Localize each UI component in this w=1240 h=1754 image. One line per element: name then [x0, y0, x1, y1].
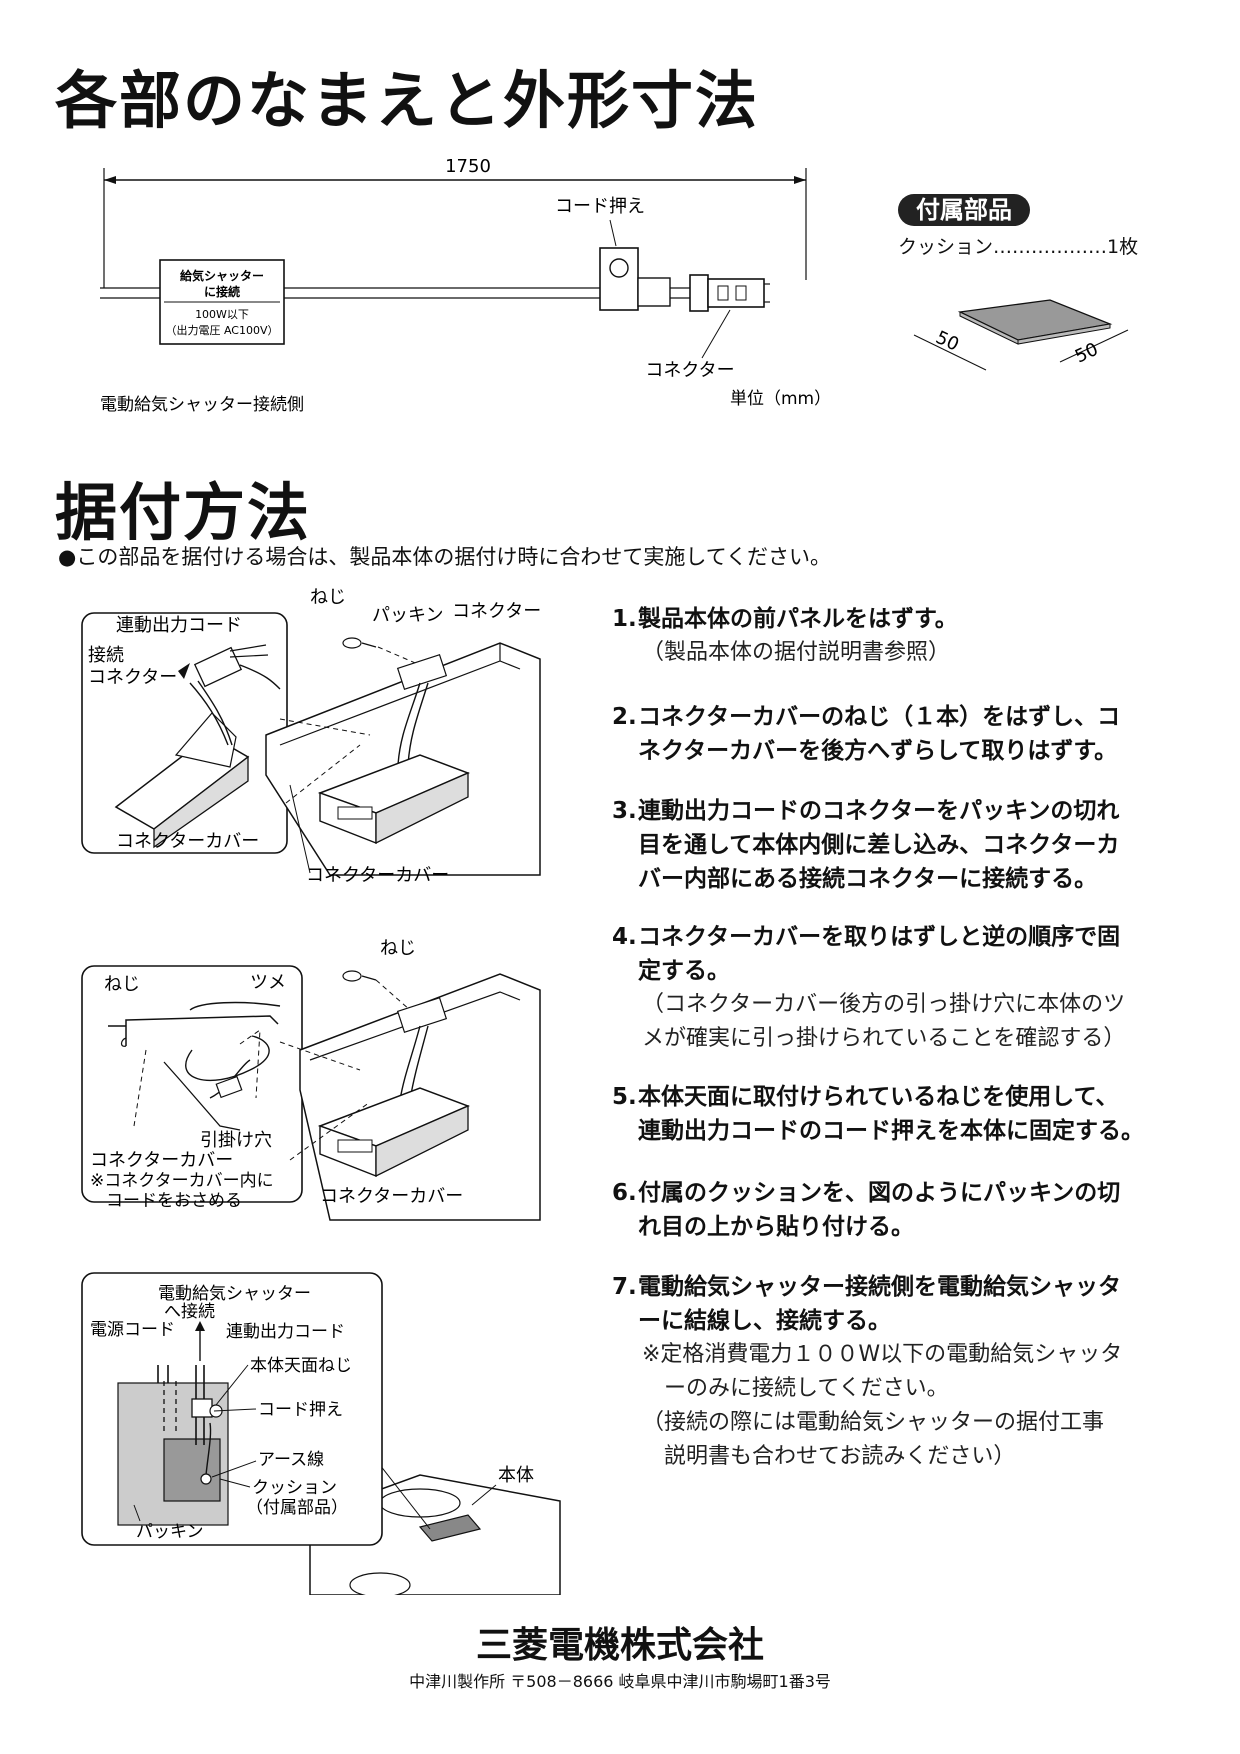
- step-5: 5.本体天面に取付けられているねじを使用して、 連動出力コードのコード押えを本体…: [612, 1084, 1144, 1144]
- step-4: 4.コネクターカバーを取りはずしと逆の順序で固 定する。 （コネクターカバー後方…: [612, 924, 1126, 1051]
- figure-3-wiring: 本体 電動給気シャッター へ接続 電源コード 連動出力コード 本体天面ねじ コー…: [81, 1272, 561, 1595]
- fig1-joint-connector-2: コネクター: [88, 667, 177, 688]
- fig1-interlock-cord: 連動出力コード: [116, 615, 242, 636]
- fig2-screw-inset: ねじ: [104, 974, 140, 995]
- fig2-claw: ツメ: [250, 972, 286, 993]
- fig3-body: 本体: [498, 1465, 534, 1486]
- fig2-cover-inset: コネクターカバー: [90, 1150, 233, 1171]
- figure-1-remove-cover: 連動出力コード 接続 コネクター コネクターカバー ねじ パッキン コネクター …: [81, 587, 541, 886]
- cord-clamp: [599, 247, 639, 311]
- fig1-cover-main: コネクターカバー: [306, 865, 449, 886]
- accessory-badge: 付属部品: [898, 190, 1030, 226]
- cord-clamp-label: コード押え: [555, 196, 645, 217]
- cord-dimension-diagram: 1750 給気シャッター に接続 100W以下 （出力電圧 AC100V） コー…: [100, 156, 830, 415]
- section2-title: 据付方法: [55, 476, 312, 549]
- fig3-earth: アース線: [258, 1450, 324, 1470]
- cushion-dim-a: 50: [932, 327, 962, 356]
- step-3: 3.連動出力コードのコネクターをパッキンの切れ 目を通して本体内側に差し込み、コ…: [612, 798, 1120, 892]
- fig3-power-cord: 電源コード: [90, 1320, 175, 1340]
- fig3-top-screw: 本体天面ねじ: [250, 1356, 352, 1376]
- fig3-packing: パッキン: [136, 1522, 204, 1542]
- accessory-item: クッション………………1枚: [898, 236, 1139, 258]
- fig2-screw-main: ねじ: [380, 938, 416, 959]
- fig3-cushion-2: （付属部品）: [246, 1498, 348, 1518]
- company-address: 中津川製作所 〒508－8666 岐阜県中津川市駒場町1番3号: [409, 1672, 831, 1691]
- fig2-hook-hole: 引掛け穴: [200, 1130, 272, 1151]
- fig3-cushion-1: クッション: [252, 1478, 337, 1498]
- fig2-note-1: ※コネクターカバー内に: [90, 1171, 274, 1191]
- install-note: ●この部品を据付ける場合は、製品本体の据付け時に合わせて実施してください。: [58, 545, 832, 569]
- shutter-side-label: 電動給気シャッター接続側: [100, 395, 304, 415]
- fig1-screw: ねじ: [310, 587, 346, 608]
- fig1-packing: パッキン: [372, 605, 443, 626]
- tag-line1: 給気シャッター: [180, 268, 264, 283]
- fig3-to-shutter-2: へ接続: [164, 1302, 215, 1322]
- fig3-to-shutter-1: 電動給気シャッター: [158, 1284, 311, 1304]
- tag-line4: （出力電圧 AC100V）: [165, 323, 278, 337]
- cushion-illustration: 50 50: [913, 299, 1129, 371]
- fig3-cord-clamp: コード押え: [258, 1400, 343, 1420]
- unit-label: 単位（mm）: [730, 389, 830, 409]
- tag-line3: 100W以下: [195, 308, 249, 321]
- fig1-connector: コネクター: [452, 601, 541, 622]
- step-2: 2.コネクターカバーのねじ（１本）をはずし、コ ネクターカバーを後方へずらして取…: [612, 704, 1121, 764]
- company-name: 三菱電機株式会社: [475, 1625, 764, 1666]
- fig2-cover-main: コネクターカバー: [320, 1186, 463, 1207]
- section1-title: 各部のなまえと外形寸法: [55, 64, 760, 137]
- step-6: 6.付属のクッションを、図のようにパッキンの切 れ目の上から貼り付ける。: [612, 1180, 1121, 1240]
- connector-label: コネクター: [645, 360, 734, 381]
- fig1-cover-inset: コネクターカバー: [116, 831, 259, 852]
- fig2-note-2: コードをおさめる: [106, 1191, 242, 1211]
- cushion-area: [163, 1438, 221, 1502]
- step-7: 7.電動給気シャッター接続側を電動給気シャッタ ーに結線し、接続する。 ※定格消…: [612, 1274, 1123, 1469]
- cushion-dim-b: 50: [1072, 339, 1102, 368]
- fig3-interlock-cord: 連動出力コード: [226, 1322, 345, 1342]
- step-1: 1.製品本体の前パネルをはずす。 （製品本体の据付説明書参照）: [612, 606, 958, 665]
- dimension-length: 1750: [445, 156, 491, 177]
- figure-2-fix-cover: ねじ ツメ 引掛け穴 コネクターカバー ※コネクターカバー内に コードをおさめる…: [81, 938, 541, 1221]
- tag-line2: に接続: [204, 284, 240, 299]
- fig1-joint-connector-1: 接続: [88, 645, 124, 666]
